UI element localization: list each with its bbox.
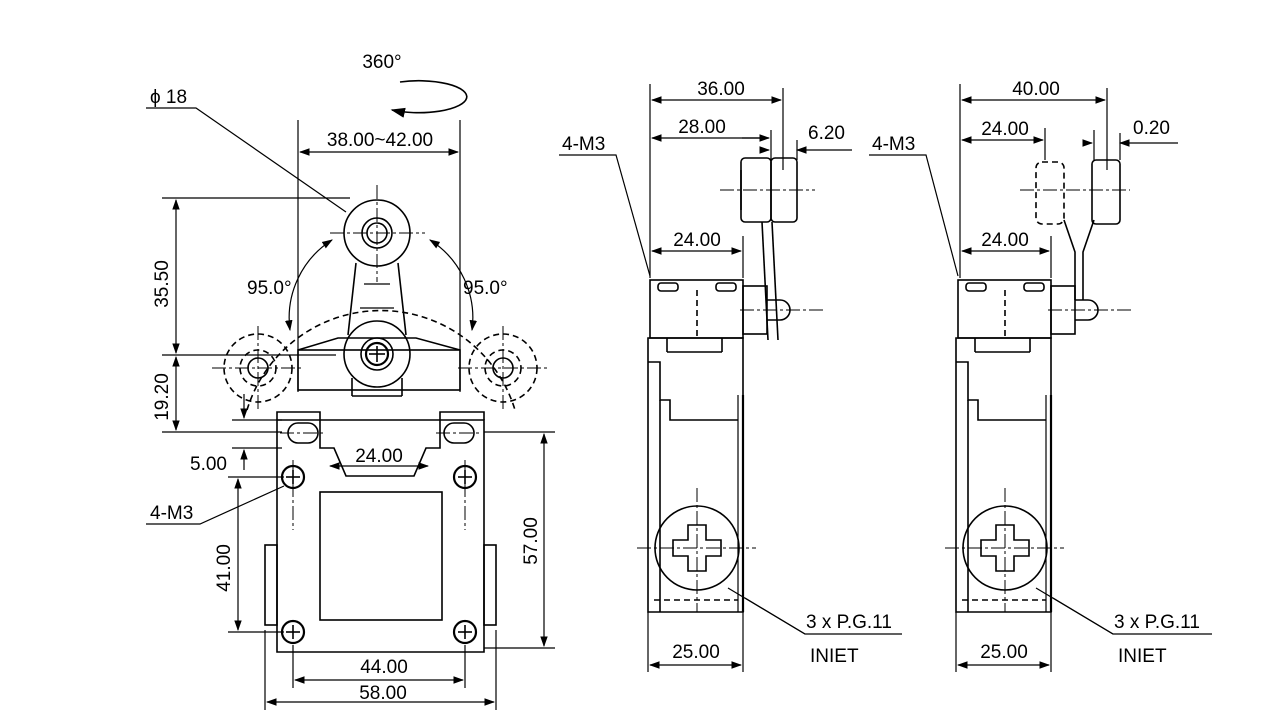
- lever-swing-arc: [246, 309, 516, 411]
- offset-label: 5.00: [190, 454, 227, 475]
- angle-left-label: 95.0°: [247, 278, 292, 299]
- body-depth-label: 25.00: [672, 642, 720, 663]
- side-view-a: 36.00 28.00 6.20 4-M3 24.00: [559, 79, 902, 672]
- roller-left-dashed: [212, 326, 303, 412]
- hole-spacing-horizontal-label: 44.00: [360, 657, 408, 678]
- roller-offset-label: 28.00: [678, 117, 726, 138]
- roller-right-dashed: [458, 326, 548, 412]
- roller-thickness-label-b: 0.20: [1133, 118, 1170, 139]
- screw-label-b: 4-M3: [872, 134, 915, 155]
- roller-diameter-label: ϕ 18: [150, 87, 187, 108]
- mounting-slot-left: [280, 422, 326, 444]
- angle-right-arc: [429, 239, 478, 332]
- head-side: [649, 279, 744, 339]
- roller-ghost: [1035, 161, 1065, 225]
- head-block: [297, 349, 461, 391]
- pivot-hub: [343, 320, 411, 388]
- side-view-b: 40.00 24.00 0.20 4-M3 24.00: [869, 79, 1212, 672]
- conduit-entry-icon: [637, 488, 756, 612]
- roller-offset-label-b: 24.00: [981, 119, 1029, 140]
- lever-height-label: 35.50: [152, 260, 173, 308]
- body-height-label: 57.00: [521, 517, 542, 565]
- overall-width-label-b: 40.00: [1012, 79, 1060, 100]
- rotation-label: 360°: [362, 52, 401, 73]
- lever-arm: [347, 262, 357, 336]
- screw-label-a: 4-M3: [562, 134, 605, 155]
- conduit-entry-icon: [945, 488, 1064, 612]
- head-side-b: [957, 279, 1052, 339]
- roller-top: [330, 185, 425, 282]
- front-view: 360° ϕ 18 38.00~42.00 95.0° 95.0°: [146, 52, 555, 710]
- screw-icon: [280, 619, 306, 645]
- angle-left-arc: [284, 239, 333, 332]
- inner-width-label: 24.00: [355, 446, 403, 467]
- roller-diameter-leader: [146, 107, 347, 213]
- conduit-sub-a: INIET: [810, 646, 859, 667]
- conduit-sub-b: INIET: [1118, 646, 1167, 667]
- conduit-label-b: 3 x P.G.11: [1114, 612, 1200, 633]
- roller-thickness-label: 6.20: [808, 123, 845, 144]
- pivot-height-label: 19.20: [152, 373, 173, 421]
- head-width-label-b: 24.00: [981, 230, 1029, 251]
- hole-spacing-vertical-label: 41.00: [214, 544, 235, 592]
- angle-right-label: 95.0°: [463, 278, 508, 299]
- overall-width-label: 36.00: [697, 79, 745, 100]
- body-width-label: 58.00: [359, 683, 407, 704]
- screw-label: 4-M3: [150, 503, 193, 524]
- rotation-arrow-icon: [390, 79, 468, 118]
- screw-icon: [452, 619, 478, 645]
- mounting-slot-right: [436, 422, 482, 444]
- lever-width-label: 38.00~42.00: [327, 130, 433, 151]
- head-top: [297, 337, 461, 351]
- conduit-label-a: 3 x P.G.11: [806, 612, 892, 633]
- switch-body-front: [264, 411, 497, 653]
- head-width-label: 24.00: [673, 230, 721, 251]
- roller-side-b: [1091, 159, 1121, 225]
- body-depth-label-b: 25.00: [980, 642, 1028, 663]
